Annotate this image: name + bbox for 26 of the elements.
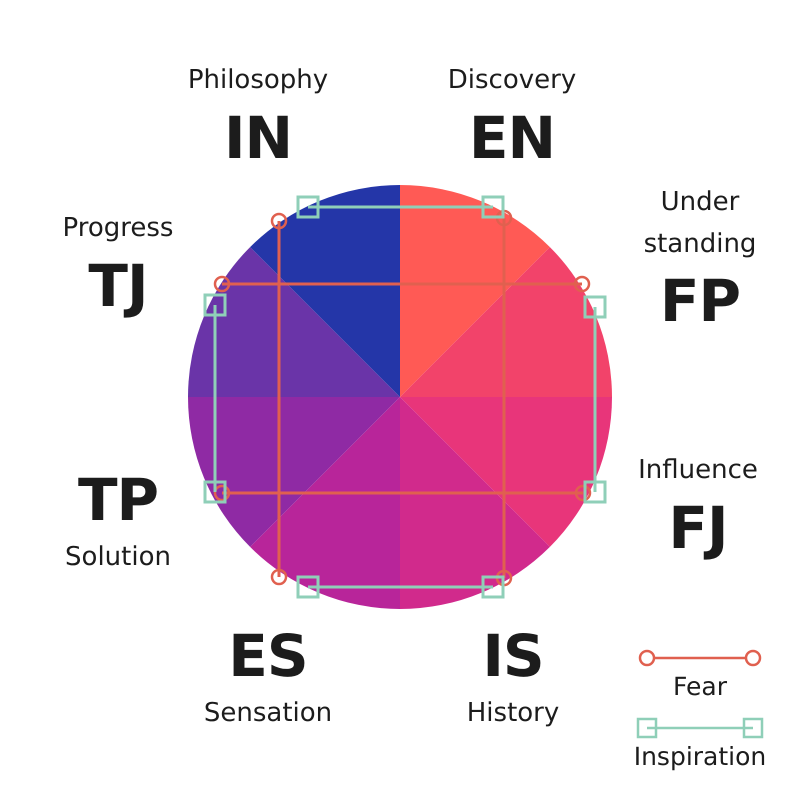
legend-label: Inspiration xyxy=(634,741,766,773)
connector-line xyxy=(270,212,288,586)
type-label: History xyxy=(466,696,560,730)
type-code: TJ xyxy=(88,250,148,322)
type-code: EN xyxy=(468,102,556,174)
type-label: Influence xyxy=(638,454,758,487)
type-label: Discovery xyxy=(448,64,576,97)
type-label: Progress xyxy=(62,212,174,245)
type-code: FJ xyxy=(668,492,728,564)
type-code: IN xyxy=(224,102,292,174)
type-code: FP xyxy=(660,266,740,338)
connector-line xyxy=(214,276,590,292)
connector-line xyxy=(296,576,504,598)
legend-label: Fear xyxy=(673,671,727,703)
type-code: TP xyxy=(78,465,158,536)
connector-line xyxy=(214,484,592,502)
type-label: Under standing xyxy=(642,186,758,261)
type-code: ES xyxy=(228,621,308,692)
connector-line xyxy=(584,296,606,504)
connector-line xyxy=(204,294,226,504)
type-label: Solution xyxy=(65,540,171,574)
type-code: IS xyxy=(482,621,544,692)
connector-line xyxy=(496,210,512,586)
type-label: Philosophy xyxy=(188,64,328,97)
connector-line xyxy=(296,196,504,218)
type-label: Sensation xyxy=(204,696,332,730)
